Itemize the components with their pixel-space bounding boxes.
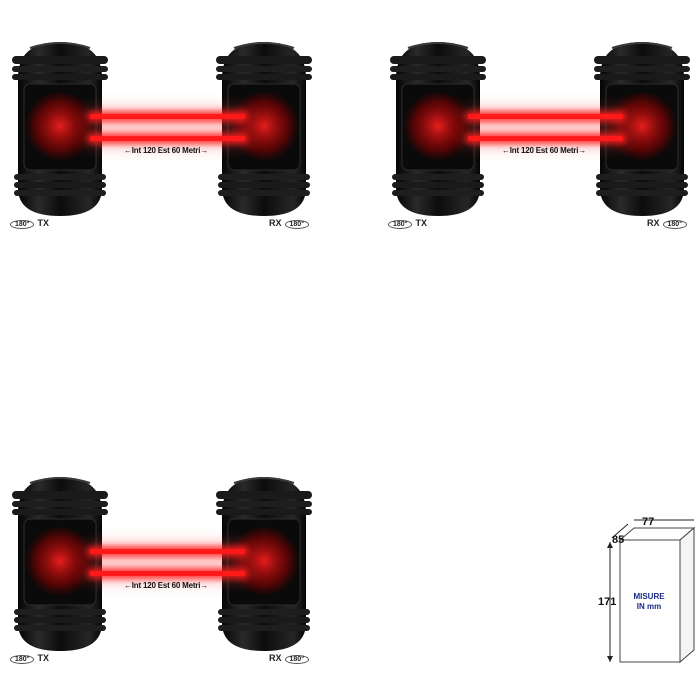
tx-label: TX bbox=[415, 218, 427, 228]
width-value: 77 bbox=[642, 516, 655, 528]
tx-sensor-image bbox=[388, 38, 488, 218]
rotation-icon: 180° bbox=[388, 220, 413, 229]
distance-label: ←Int 120 Est 60 Metri→ bbox=[501, 146, 587, 155]
rotation-icon: 180° bbox=[10, 655, 35, 664]
rx-label: RX bbox=[647, 218, 660, 228]
rotation-icon: 180° bbox=[284, 220, 309, 229]
dimensions-diagram: 77 85 171 MISURE IN mm bbox=[598, 510, 698, 670]
tx-rotation: 180°TX bbox=[10, 653, 52, 664]
units-label: MISURE IN mm bbox=[633, 592, 665, 611]
tx-sensor-image bbox=[10, 38, 110, 218]
rx-sensor-image bbox=[214, 473, 314, 653]
tx-label: TX bbox=[37, 653, 49, 663]
rx-label: RX bbox=[269, 218, 282, 228]
rotation-icon: 180° bbox=[10, 220, 35, 229]
tx-rotation: 180°TX bbox=[10, 218, 52, 229]
rx-sensor-image bbox=[214, 38, 314, 218]
rotation-icon: 180° bbox=[662, 220, 687, 229]
rx-label: RX bbox=[269, 653, 282, 663]
distance-label: ←Int 120 Est 60 Metri→ bbox=[123, 146, 209, 155]
distance-label: ←Int 120 Est 60 Metri→ bbox=[123, 581, 209, 590]
tx-sensor-image bbox=[10, 473, 110, 653]
dimension-box-drawing bbox=[607, 519, 696, 664]
tx-rotation: 180°TX bbox=[388, 218, 430, 229]
height-value: 171 bbox=[598, 596, 617, 608]
rx-sensor-image bbox=[592, 38, 692, 218]
tx-label: TX bbox=[37, 218, 49, 228]
depth-value: 85 bbox=[612, 534, 625, 546]
rotation-icon: 180° bbox=[284, 655, 309, 664]
